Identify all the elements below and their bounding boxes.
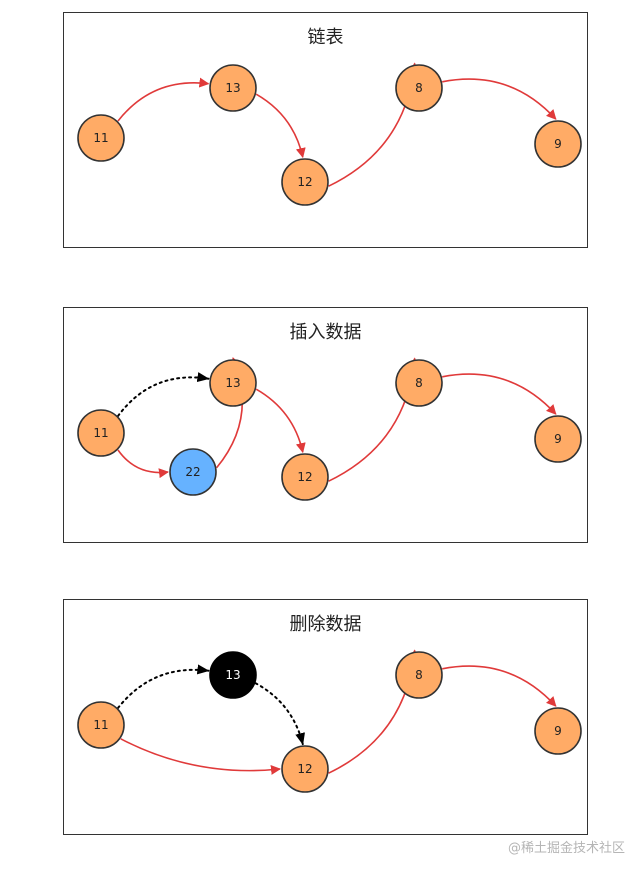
node-label-1-11: 11 — [93, 426, 108, 440]
node-circle-1-12 — [281, 453, 329, 501]
node-0-12: 12 — [281, 158, 329, 206]
node-label-2-11: 11 — [93, 718, 108, 732]
node-label-0-9: 9 — [554, 137, 562, 151]
panel-title-linked-list: 链表 — [307, 27, 344, 48]
node-label-1-13: 13 — [225, 376, 240, 390]
node-label-2-8: 8 — [415, 668, 423, 682]
node-label-1-22: 22 — [185, 465, 200, 479]
node-circle-1-9 — [534, 415, 582, 463]
node-circle-1-11 — [77, 409, 125, 457]
panel-delete-data: 删除数据 — [63, 599, 588, 835]
panel-linked-list: 链表 — [63, 12, 588, 248]
node-label-1-12: 12 — [297, 470, 312, 484]
node-circle-0-8 — [395, 64, 443, 112]
panel-insert-data: 插入数据 — [63, 307, 588, 543]
node-1-9: 9 — [534, 415, 582, 463]
node-0-9: 9 — [534, 120, 582, 168]
node-label-1-9: 9 — [554, 432, 562, 446]
node-circle-2-8 — [395, 651, 443, 699]
node-circle-1-22 — [169, 448, 217, 496]
node-2-13: 13 — [209, 651, 257, 699]
edge-1-n8-n9 — [442, 373, 557, 415]
node-circle-1-8 — [395, 359, 443, 407]
node-circle-0-13 — [209, 64, 257, 112]
edge-2-n11-n12 — [120, 738, 281, 775]
edge-0-n13-n12 — [255, 93, 306, 159]
node-1-11: 11 — [77, 409, 125, 457]
node-circle-2-13 — [209, 651, 257, 699]
node-1-12: 12 — [281, 453, 329, 501]
panel-title-insert-data: 插入数据 — [289, 322, 362, 343]
edge-2-n13-n12 — [254, 682, 305, 746]
edge-1-n11-n22 — [117, 449, 169, 479]
edge-1-n11-n13 — [117, 372, 210, 417]
node-circle-2-11 — [77, 701, 125, 749]
edge-0-n8-n9 — [442, 78, 557, 120]
node-label-1-8: 8 — [415, 376, 423, 390]
node-circle-2-9 — [534, 707, 582, 755]
watermark: @稀土掘金技术社区 — [507, 841, 625, 856]
node-2-12: 12 — [281, 745, 329, 793]
node-1-22: 22 — [169, 448, 217, 496]
node-label-2-12: 12 — [297, 762, 312, 776]
node-circle-2-12 — [281, 745, 329, 793]
node-label-0-13: 13 — [225, 81, 240, 95]
edge-2-n11-n13 — [117, 664, 210, 709]
panel-title-delete-data: 删除数据 — [289, 614, 362, 635]
node-circle-0-9 — [534, 120, 582, 168]
node-0-8: 8 — [395, 64, 443, 112]
node-label-2-9: 9 — [554, 724, 562, 738]
node-circle-0-12 — [281, 158, 329, 206]
node-label-0-12: 12 — [297, 175, 312, 189]
node-2-9: 9 — [534, 707, 582, 755]
node-circle-0-11 — [77, 114, 125, 162]
node-label-0-8: 8 — [415, 81, 423, 95]
node-2-8: 8 — [395, 651, 443, 699]
node-label-2-13: 13 — [225, 668, 240, 682]
node-0-13: 13 — [209, 64, 257, 112]
node-label-0-11: 11 — [93, 131, 108, 145]
node-circle-1-13 — [209, 359, 257, 407]
edge-0-n11-n13 — [117, 77, 210, 122]
node-0-11: 11 — [77, 114, 125, 162]
node-1-13: 13 — [209, 359, 257, 407]
node-1-8: 8 — [395, 359, 443, 407]
node-2-11: 11 — [77, 701, 125, 749]
edge-2-n8-n9 — [442, 665, 557, 707]
edge-1-n13-n12 — [255, 388, 306, 454]
